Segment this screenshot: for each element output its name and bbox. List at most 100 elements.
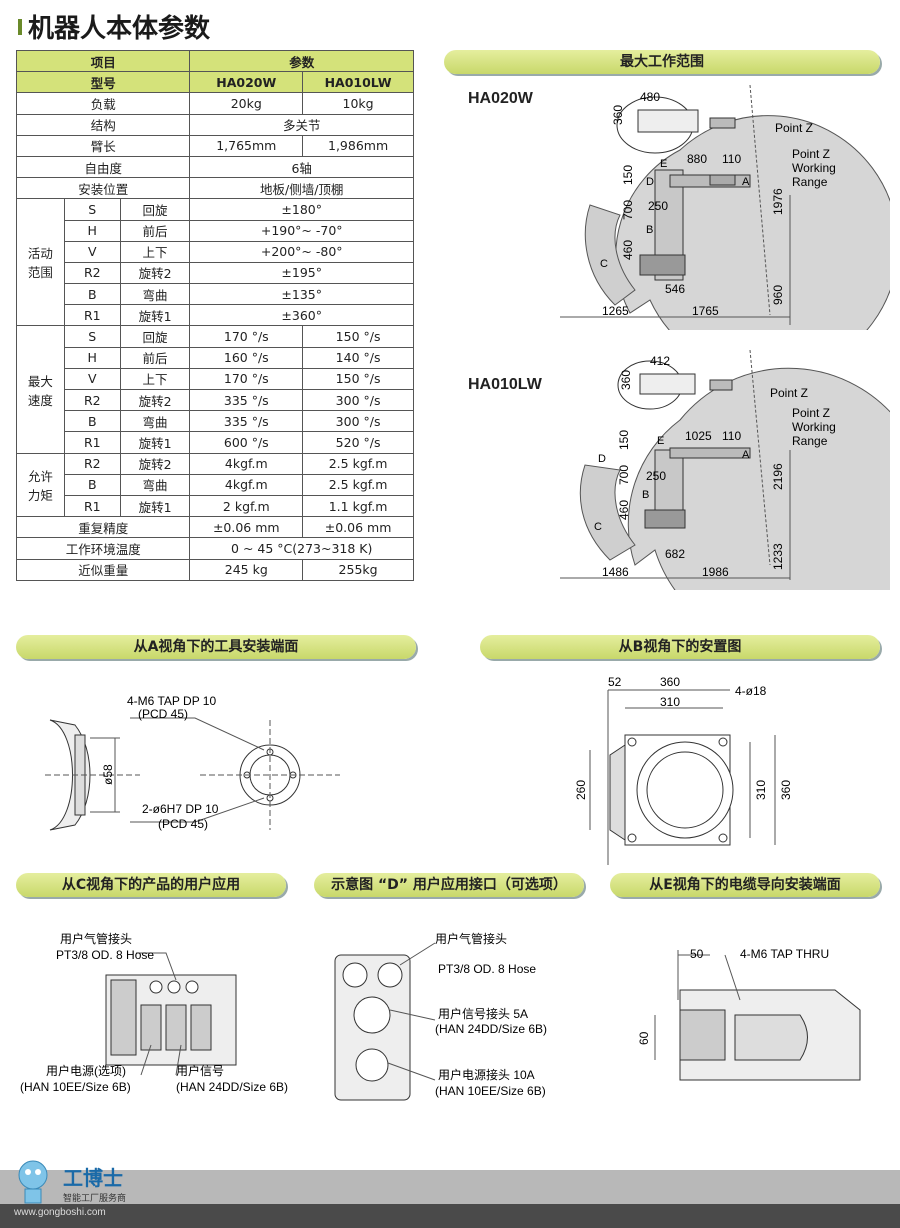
row-value-b: 255kg (302, 558, 414, 581)
header-model-b: HA010LW (302, 71, 414, 94)
group-range: 活动 范围 (16, 198, 65, 327)
ha010lw-marker-d: D (598, 453, 606, 465)
row-value-b: 10kg (302, 92, 414, 115)
ha010lw-dim-1025: 1025 (685, 429, 712, 443)
row-label: 臂长 (15, 134, 191, 157)
ha020w-dim-360: 360 (611, 105, 625, 125)
footer-bar (0, 1170, 900, 1204)
ha020w-dim-1976: 1976 (771, 188, 785, 215)
row-axis: B (63, 410, 121, 433)
ha010lw-dim-460: 460 (617, 500, 631, 520)
row-value-b: 300 °/s (302, 388, 414, 412)
table-row: 重复精度±0.06 mm±0.06 mm (15, 516, 414, 539)
table-row: 安装位置地板/侧墙/顶棚 (15, 177, 414, 200)
ha020w-dim-546: 546 (665, 282, 685, 296)
row-label: 工作环境温度 (15, 537, 191, 560)
view-d-air1: 用户气管接头 (435, 931, 507, 946)
row-value-a: 335 °/s (189, 388, 304, 412)
view-b-holes: 4-ø18 (735, 684, 767, 698)
row-axis-name: 上下 (119, 367, 191, 391)
ha020w-work-range-diagram: 480 360 880 110 150 700 250 460 1976 960… (560, 85, 890, 330)
ha020w-marker-d: D (646, 176, 654, 188)
row-value-b: 150 °/s (302, 325, 414, 348)
view-b-d52: 52 (608, 675, 622, 689)
ha010lw-marker-b: B (642, 489, 649, 501)
row-value-a: 4kgf.m (189, 473, 304, 496)
row-value-b: 2.5 kgf.m (302, 452, 414, 475)
row-axis-name: 旋转2 (119, 388, 191, 412)
row-axis: H (63, 346, 121, 369)
ha020w-dim-880: 880 (687, 152, 707, 166)
ha010lw-dim-412: 412 (650, 354, 670, 368)
ha010lw-marker-c: C (594, 521, 602, 533)
view-c-air1: 用户气管接头 (60, 931, 132, 946)
row-axis: R1 (63, 494, 121, 518)
header-param: 参数 (189, 49, 414, 73)
view-c-power2: (HAN 10EE/Size 6B) (20, 1080, 131, 1094)
row-value: 地板/侧墙/顶棚 (189, 177, 414, 200)
ha020w-dim-480: 480 (640, 90, 660, 104)
ha010lw-working: Working (792, 420, 836, 434)
row-axis: R1 (63, 431, 121, 454)
banner-view-e: 从E视角下的电缆导向安装端面 (610, 873, 880, 897)
row-axis: B (63, 283, 121, 306)
row-label: 重复精度 (15, 516, 191, 539)
row-axis-name: 弯曲 (119, 473, 191, 496)
ha020w-dim-250: 250 (648, 199, 668, 213)
ha010lw-marker-e: E (657, 435, 664, 447)
ha010lw-point-z-working: Point Z (792, 406, 830, 420)
row-axis: R1 (63, 304, 121, 327)
view-a-tap: 4-M6 TAP DP 10 (127, 694, 216, 708)
row-value: 0 ~ 45 °C(273~318 K) (189, 537, 414, 560)
row-value-b: 520 °/s (302, 431, 414, 454)
row-axis-name: 旋转2 (119, 261, 191, 285)
ha020w-point-z: Point Z (775, 121, 813, 135)
row-value: +200°~ -80° (189, 240, 414, 263)
row-value-b: 150 °/s (302, 367, 414, 391)
view-b-d360v: 360 (779, 780, 793, 800)
row-value: ±135° (189, 283, 414, 306)
view-e-d60: 60 (637, 1031, 651, 1045)
ha020w-dim-1265: 1265 (602, 304, 629, 318)
row-axis-name: 前后 (119, 346, 191, 369)
ha010lw-dim-2196: 2196 (771, 463, 785, 490)
ha020w-marker-c: C (600, 258, 608, 270)
view-e-tap: 4-M6 TAP THRU (740, 947, 829, 961)
view-a-diagram: ø58 4-M6 TAP DP 10 (PCD 45) 2-ø6H7 DP 10… (45, 694, 340, 831)
view-b-d260: 260 (574, 780, 588, 800)
row-value: 6轴 (189, 155, 414, 179)
row-axis: S (63, 325, 121, 348)
row-axis-name: 回旋 (119, 198, 191, 221)
group-torque: 允许 力矩 (16, 452, 65, 518)
header-model-a: HA020W (189, 71, 304, 94)
row-axis-name: 旋转1 (119, 304, 191, 327)
row-axis: V (63, 367, 121, 391)
row-label: 负载 (15, 92, 191, 115)
view-c-air2: PT3/8 OD. 8 Hose (56, 948, 154, 962)
ha010lw-dim-360: 360 (619, 370, 633, 390)
view-a-pcd1: (PCD 45) (138, 707, 188, 721)
row-value-b: 1,986mm (302, 134, 414, 157)
view-d-sig1: 用户信号接头 5A (438, 1006, 528, 1021)
row-axis: R2 (63, 388, 121, 412)
ha010lw-dim-682: 682 (665, 547, 685, 561)
ha010lw-dim-1986: 1986 (702, 565, 729, 579)
row-axis: R2 (63, 452, 121, 475)
row-value-a: 4kgf.m (189, 452, 304, 475)
row-axis-name: 回旋 (119, 325, 191, 348)
row-axis-name: 弯曲 (119, 410, 191, 433)
